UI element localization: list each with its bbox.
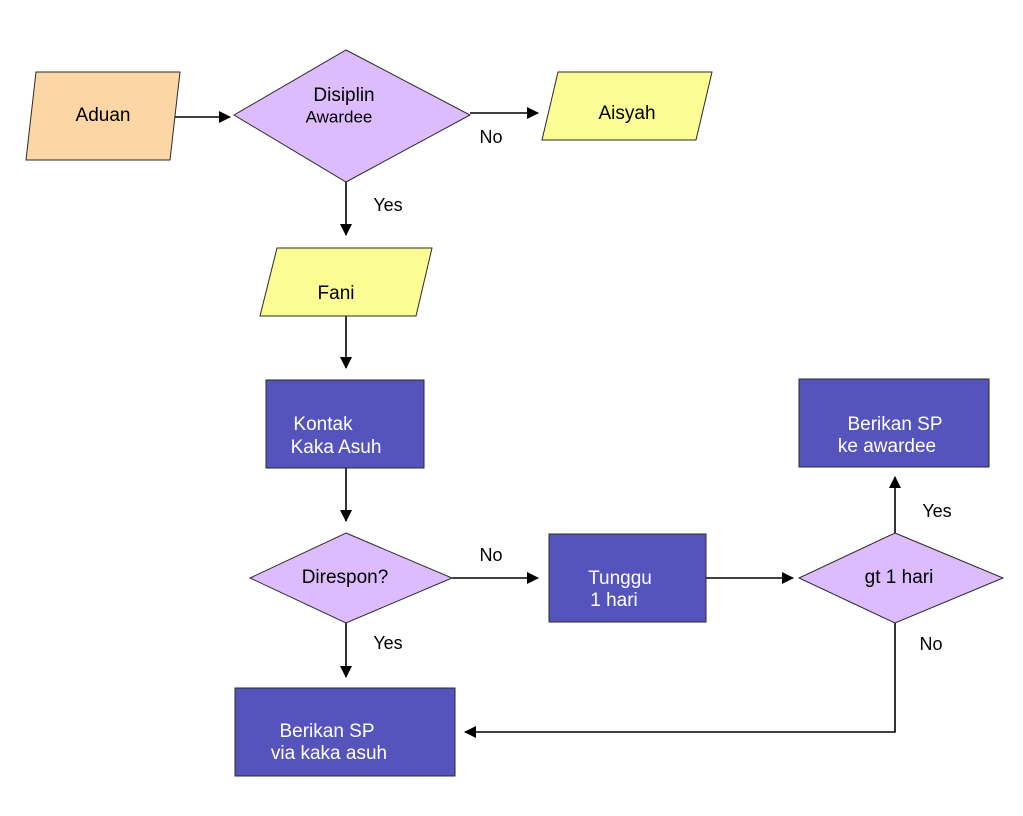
node-sp-via-kaka-asuh[interactable]: Berikan SP via kaka asuh [234,687,456,777]
tunggu-shape [548,533,707,623]
sp-awardee-label-line1: Berikan SP [847,414,942,435]
disiplin-shape [233,49,472,183]
fani-label: Fani [318,283,355,304]
edge-gt-to-sp-kaka [464,623,896,738]
tunggu-label-line1: Tunggu [588,568,652,589]
node-kontak-kaka-asuh[interactable]: Kontak Kaka Asuh [265,379,425,469]
kontak-shape [265,379,425,469]
node-aduan[interactable]: Aduan [25,71,181,161]
disiplin-label-line2: Awardee [306,107,373,126]
aisyah-label: Aisyah [598,103,655,124]
edge-label-direspon-yes: Yes [373,633,402,653]
gt-shape [797,532,1005,624]
disiplin-label-line1: Disiplin [313,85,374,106]
edge-label-disiplin-no: No [479,127,502,147]
sp-awardee-shape [798,378,990,468]
node-tunggu[interactable]: Tunggu 1 hari [548,533,707,623]
node-aisyah[interactable]: Aisyah [541,71,713,141]
aduan-label: Aduan [76,105,131,126]
edge-label-disiplin-yes: Yes [373,195,402,215]
node-sp-ke-awardee[interactable]: Berikan SP ke awardee [798,378,990,468]
direspon-shape [248,532,454,624]
node-direspon[interactable]: Direspon? [248,532,454,624]
node-disiplin-awardee[interactable]: Disiplin Awardee [233,49,472,183]
aduan-shape [25,71,181,161]
edge-label-gt-yes: Yes [922,501,951,521]
tunggu-label-line2: 1 hari [590,590,638,611]
node-gt-1-hari[interactable]: gt 1 hari [797,532,1005,624]
edge-labels: No Yes No Yes Yes No [373,127,951,654]
edges [170,107,901,738]
edge-label-direspon-no: No [479,545,502,565]
sp-kaka-label-line2: via kaka asuh [271,743,387,764]
direspon-label: Direspon? [302,567,389,588]
gt-label: gt 1 hari [865,567,934,588]
kontak-label-line2: Kaka Asuh [291,437,382,458]
sp-kaka-label-line1: Berikan SP [279,721,374,742]
sp-kaka-shape [234,687,456,777]
node-fani[interactable]: Fani [259,247,433,317]
fani-shape [259,247,433,317]
edge-label-gt-no: No [919,634,942,654]
kontak-label-line1: Kontak [293,414,353,435]
sp-awardee-label-line2: ke awardee [838,436,936,457]
aisyah-shape [541,71,713,141]
